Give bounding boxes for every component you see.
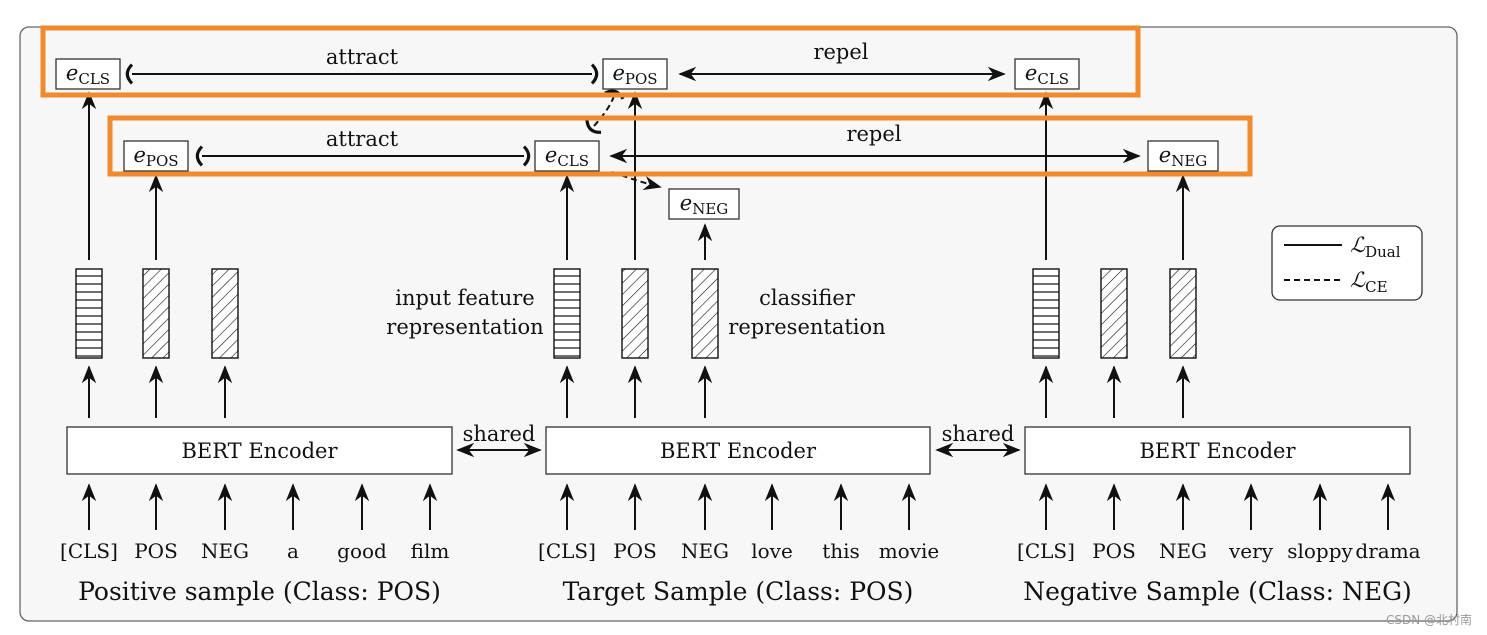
token-label: [CLS]: [1017, 539, 1075, 563]
classifier-label-line2: representation: [728, 315, 885, 339]
svg-text:eCLS: eCLS: [1025, 61, 1069, 88]
legend-dual-entry: ℒDual: [1350, 233, 1401, 261]
embedding-cls-negative: eCLS: [1014, 58, 1080, 90]
token-label: movie: [879, 539, 940, 563]
embedding-cls-positive: eCLS: [55, 58, 121, 90]
token-label: good: [337, 539, 387, 563]
token-label: POS: [1092, 539, 1136, 563]
legend: ℒDual ℒCE: [1271, 225, 1423, 301]
neg-feature-column: [1169, 268, 1197, 359]
shared-label-right: shared: [942, 422, 1015, 446]
caption-positive: Positive sample (Class: POS): [78, 577, 441, 606]
ce-link-cls-to-pos: [585, 89, 625, 134]
bert-label: BERT Encoder: [1139, 439, 1296, 463]
token-label: this: [822, 539, 860, 563]
token-label: drama: [1355, 539, 1420, 563]
cls-feature-column: [1032, 268, 1060, 359]
attract-label-top: attract: [326, 45, 399, 69]
pos-feature-column: [142, 268, 170, 359]
embedding-neg-negative: eNEG: [1147, 140, 1219, 172]
embedding-pos-positive: ePOS: [123, 140, 189, 172]
token-label: NEG: [201, 539, 249, 563]
repel-label-mid: repel: [846, 122, 901, 146]
shared-label-left: shared: [463, 422, 536, 446]
neg-feature-column: [691, 268, 719, 359]
classifier-label-line1: classifier: [759, 286, 856, 310]
token-label: POS: [613, 539, 657, 563]
embedding-cls-target: eCLS: [534, 140, 600, 172]
token-label: very: [1228, 539, 1274, 563]
svg-text:eNEG: eNEG: [1159, 143, 1208, 170]
bert-encoder-positive: BERT Encoder: [66, 426, 453, 475]
cls-feature-column: [75, 268, 103, 359]
pos-feature-column: [621, 268, 649, 359]
token-label: NEG: [681, 539, 729, 563]
embedding-pos-target: ePOS: [602, 58, 668, 90]
svg-text:eCLS: eCLS: [545, 143, 589, 170]
pos-feature-column: [1100, 268, 1128, 359]
neg-feature-column: [211, 268, 239, 359]
highlight-box-top: [40, 25, 1141, 98]
bert-encoder-negative: BERT Encoder: [1024, 426, 1411, 475]
watermark: CSDN @北村南: [1386, 612, 1472, 627]
token-label: [CLS]: [60, 539, 118, 563]
arrow-layer: [81, 91, 1396, 530]
feature-columns: [75, 268, 1197, 359]
token-label: [CLS]: [538, 539, 596, 563]
input-feature-label-line2: representation: [386, 315, 543, 339]
caption-negative: Negative Sample (Class: NEG): [1023, 577, 1412, 606]
token-label: a: [287, 539, 299, 563]
highlight-box-mid: [107, 115, 1253, 177]
input-feature-label-line1: input feature: [395, 286, 534, 310]
bert-encoder-target: BERT Encoder: [545, 426, 931, 475]
repel-label-top: repel: [813, 40, 868, 64]
token-label: sloppy: [1287, 539, 1353, 563]
legend-ce-entry: ℒCE: [1350, 268, 1388, 296]
embedding-neg-target: eNEG: [668, 188, 740, 220]
attract-label-mid: attract: [326, 127, 399, 151]
token-label: film: [411, 539, 450, 563]
svg-text:eNEG: eNEG: [680, 191, 729, 218]
token-label: love: [751, 539, 793, 563]
caption-target: Target Sample (Class: POS): [563, 577, 914, 606]
cls-feature-column: [553, 268, 581, 359]
svg-text:ePOS: ePOS: [612, 61, 657, 88]
svg-text:eCLS: eCLS: [66, 61, 110, 88]
bert-label: BERT Encoder: [660, 439, 817, 463]
svg-text:ePOS: ePOS: [133, 143, 178, 170]
token-label: POS: [134, 539, 178, 563]
token-label: NEG: [1159, 539, 1207, 563]
embedding-boxes: eCLS ePOS eCLS ePOS eCLS eNEG eNEG: [55, 58, 1219, 220]
bert-label: BERT Encoder: [181, 439, 338, 463]
